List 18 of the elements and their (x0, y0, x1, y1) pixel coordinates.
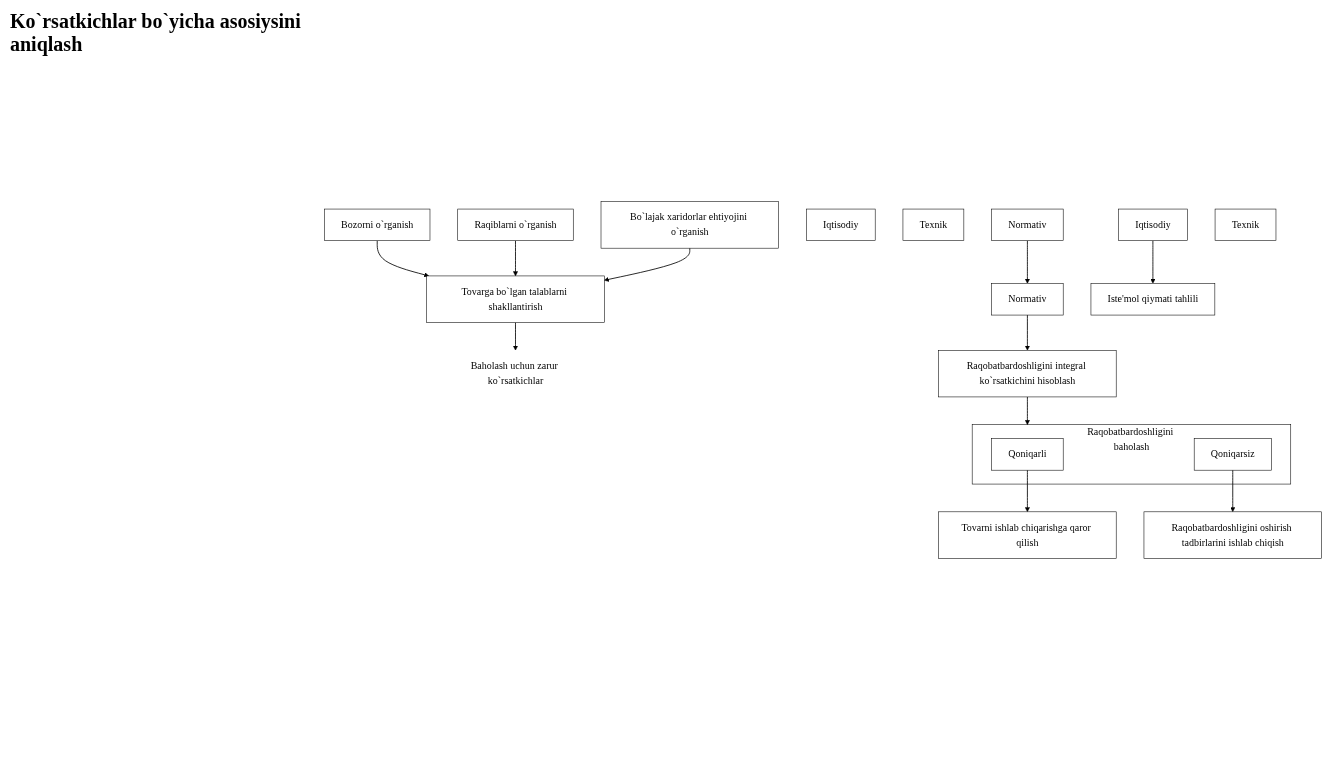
node-box: Raqobatbardoshligini integral ko`rsatkichini hisoblash (938, 350, 1117, 398)
node-box: Qoniqarsiz (1193, 438, 1272, 471)
node-box: Iqtisodiy (1118, 208, 1188, 241)
heading-text: Ko`rsatkichlar bo`yicha asosiysini aniqlash (10, 10, 302, 56)
node-box: Normativ (991, 208, 1064, 241)
node-box: Iste'mol qiymati tahlili (1090, 283, 1216, 316)
node-box: Raqiblarni o`rganish (457, 208, 574, 241)
node-box: Bozorni o`rganish (324, 208, 431, 241)
node-box: Normativ (991, 283, 1064, 316)
node-box: Bo`lajak xaridorlar ehtiyojini o`rganish (600, 201, 779, 249)
node-box: Tovarga bo`lgan talablarni shakllantirish (426, 275, 605, 323)
node-box: Tovarni ishlab chiqarishga qaror qilish (938, 511, 1117, 559)
node-box: Qoniqarli (991, 438, 1064, 471)
node-box: Iqtisodiy (806, 208, 876, 241)
node-box: Texnik (902, 208, 965, 241)
node-box: Raqobatbardoshligini oshirish tadbirlarini ishlab chiqish (1143, 511, 1322, 559)
node-box: Texnik (1214, 208, 1277, 241)
node-text: Baholash uchun zarur ko`rsatkichlar (470, 360, 558, 387)
